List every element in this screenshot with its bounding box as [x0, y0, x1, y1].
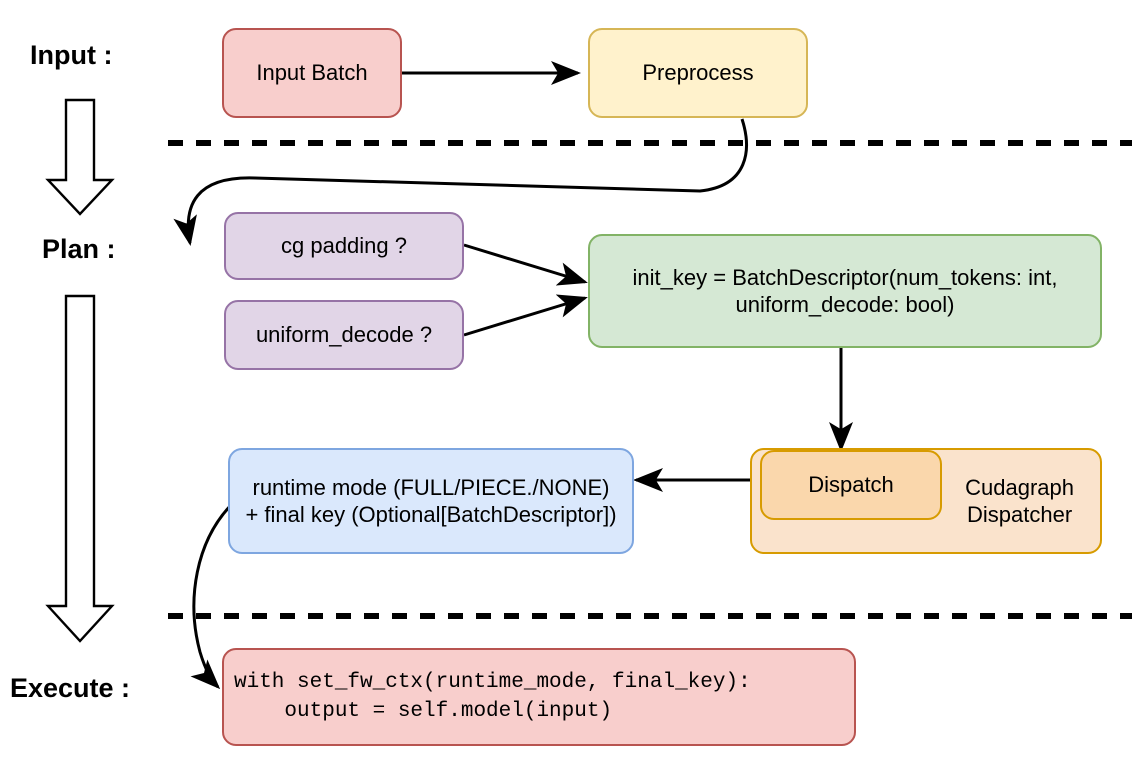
node-runtime-mode-line1: runtime mode (FULL/PIECE./NONE): [252, 474, 610, 500]
node-input-batch[interactable]: Input Batch: [222, 28, 402, 118]
node-dispatch[interactable]: Dispatch: [760, 450, 942, 520]
node-cudagraph-dispatcher-label: Cudagraph Dispatcher: [965, 474, 1074, 529]
stage-label-plan: Plan :: [42, 234, 116, 264]
node-runtime-mode-line2: + final key (Optional[BatchDescriptor]): [245, 502, 617, 527]
dispatcher-label-line1: Cudagraph: [965, 474, 1074, 500]
node-runtime-mode[interactable]: runtime mode (FULL/PIECE./NONE) + final …: [228, 448, 634, 554]
node-init-key-line2: uniform_decode: bool): [735, 292, 955, 317]
node-cg-padding[interactable]: cg padding ?: [224, 212, 464, 280]
dispatcher-label-line2: Dispatcher: [966, 502, 1073, 527]
node-uniform-decode[interactable]: uniform_decode ?: [224, 300, 464, 370]
node-init-key[interactable]: init_key = BatchDescriptor(num_tokens: i…: [588, 234, 1102, 348]
code-line-2: output = self.model(input): [234, 700, 613, 723]
stage-label-execute: Execute :: [10, 673, 131, 703]
input-to-plan-arrow: [45, 98, 115, 216]
plan-to-execute-arrow: [45, 294, 115, 643]
node-code-block[interactable]: with set_fw_ctx(runtime_mode, final_key)…: [222, 648, 856, 746]
node-init-key-line1: init_key = BatchDescriptor(num_tokens: i…: [632, 264, 1058, 290]
code-line-1: with set_fw_ctx(runtime_mode, final_key)…: [234, 670, 751, 694]
node-preprocess[interactable]: Preprocess: [588, 28, 808, 118]
stage-label-input: Input :: [30, 40, 113, 70]
edge-uniform-decode-to-init-key: [463, 294, 588, 337]
edge-cg-padding-to-init-key: [463, 243, 588, 286]
